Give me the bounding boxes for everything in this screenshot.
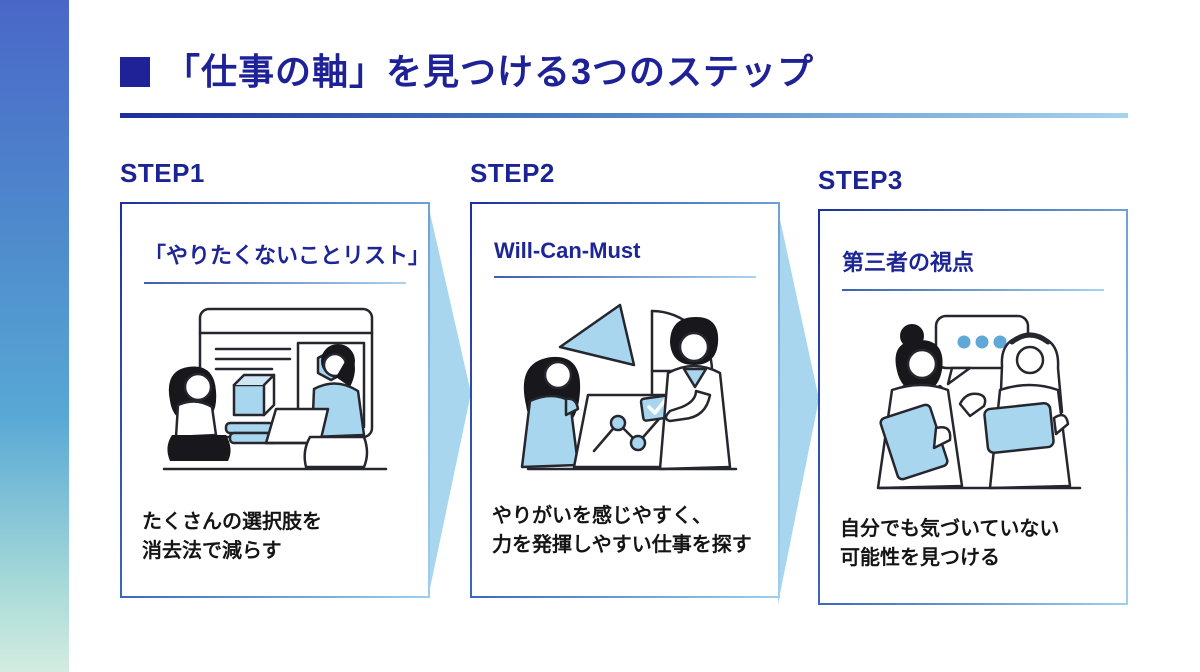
step3-column: STEP3 第三者の視点 — [818, 165, 1128, 605]
step1-card: 「やりたくないことリスト」 — [120, 202, 430, 598]
two-people-browsing-options-illustration — [122, 298, 428, 494]
left-gradient-band — [0, 0, 69, 672]
step3-caption-line1: 自分でも気づいていない — [840, 518, 1060, 540]
step1-column: STEP1 「やりたくないことリスト」 — [120, 158, 430, 598]
step3-caption-line2: 可能性を見つける — [840, 547, 1000, 569]
step1-card-title: 「やりたくないことリスト」 — [144, 243, 431, 268]
title-bullet-square — [120, 56, 150, 87]
step2-column: STEP2 Will-Can-Must — [470, 158, 780, 598]
step1-title-rule — [144, 282, 406, 284]
step2-card: Will-Can-Must — [470, 202, 780, 598]
step2-to-step3-arrow-icon — [778, 210, 819, 604]
step1-caption: たくさんの選択肢を 消去法で減らす — [142, 508, 408, 566]
step3-title-rule — [842, 289, 1104, 291]
step1-illustration-svg — [162, 307, 388, 471]
two-women-talking-illustration — [820, 305, 1126, 501]
slide-header: 「仕事の軸」を見つける3つのステップ — [120, 52, 814, 92]
step3-card: 第三者の視点 — [818, 209, 1128, 605]
step2-title-rule — [494, 276, 756, 278]
step1-to-step2-arrow-icon — [428, 204, 471, 598]
step2-caption: やりがいを感じやすく、 力を発揮しやすい仕事を探す — [492, 502, 758, 560]
step2-label: STEP2 — [470, 158, 555, 188]
step2-card-title: Will-Can-Must — [494, 238, 641, 263]
step3-label: STEP3 — [818, 165, 903, 195]
title-underline-rule — [120, 113, 1128, 118]
step1-caption-line1: たくさんの選択肢を — [142, 511, 322, 533]
step3-card-title: 第三者の視点 — [842, 250, 975, 275]
page-title: 「仕事の軸」を見つける3つのステップ — [164, 51, 815, 92]
step3-illustration-svg — [876, 314, 1082, 490]
step2-illustration-svg — [520, 303, 738, 471]
man-woman-compass-chart-illustration — [472, 292, 778, 488]
step1-label: STEP1 — [120, 158, 205, 188]
step3-caption: 自分でも気づいていない 可能性を見つける — [840, 515, 1106, 573]
step2-caption-line1: やりがいを感じやすく、 — [492, 505, 712, 527]
step2-caption-line2: 力を発揮しやすい仕事を探す — [492, 534, 752, 556]
step1-caption-line2: 消去法で減らす — [142, 540, 282, 562]
